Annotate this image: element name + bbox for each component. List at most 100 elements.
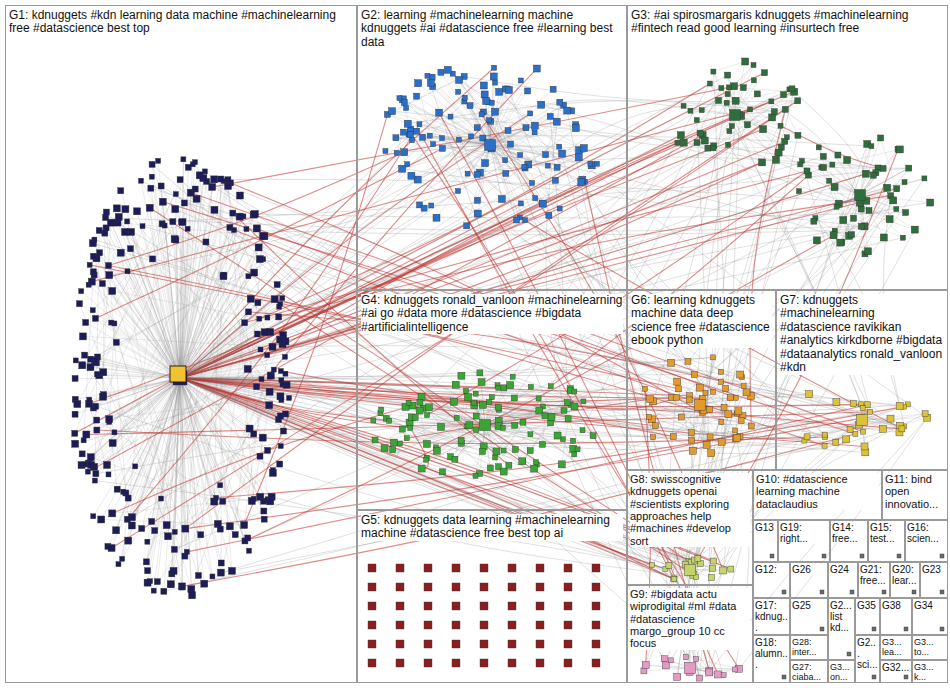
vertex-icon (171, 546, 177, 552)
vertex-icon (536, 396, 541, 401)
vertex-icon (404, 436, 409, 441)
vertex-icon (404, 120, 411, 127)
network-line (137, 211, 180, 378)
vertex-icon (109, 440, 116, 447)
vertex-icon (830, 232, 837, 239)
vertex-icon (433, 447, 440, 454)
vertex-icon (170, 219, 176, 225)
vertex-icon (761, 70, 767, 76)
vertex-icon (390, 439, 397, 446)
vertex-icon (744, 122, 750, 128)
network-line (794, 92, 866, 174)
network-line (220, 179, 221, 563)
vertex-icon (149, 161, 155, 167)
vertex-icon (88, 278, 95, 285)
vertex-icon (481, 91, 488, 98)
vertex-icon (87, 262, 92, 267)
vertex-icon (827, 178, 832, 183)
vertex-icon (480, 420, 491, 431)
vertex-icon (383, 149, 388, 154)
vertex-icon (201, 580, 208, 587)
vertex-icon (79, 333, 86, 340)
vertex-icon (125, 495, 131, 501)
network-line (559, 147, 927, 418)
vertex-icon (169, 582, 174, 587)
vertex-icon (257, 453, 263, 459)
vertex-icon (221, 272, 226, 277)
vertex-icon (474, 197, 480, 203)
vertex-icon (539, 200, 546, 207)
vertex-icon (458, 372, 465, 379)
vertex-icon (400, 129, 406, 135)
vertex-icon (486, 118, 491, 123)
vertex-icon (760, 126, 767, 133)
vertex-icon (703, 442, 710, 449)
vertex-icon (696, 384, 703, 391)
vertex-icon (548, 413, 555, 420)
network-line (106, 228, 180, 378)
vertex-icon (572, 389, 577, 394)
vertex-icon (820, 153, 826, 159)
vertex-icon (124, 516, 130, 522)
vertex-icon (512, 422, 518, 428)
vertex-icon (122, 206, 129, 213)
vertex-icon (849, 232, 855, 238)
vertex-icon (251, 269, 258, 276)
vertex-icon (91, 514, 96, 519)
vertex-icon (711, 355, 716, 360)
vertex-icon (553, 118, 560, 125)
vertex-icon (834, 204, 839, 209)
vertex-icon (117, 249, 124, 256)
vertex-icon (884, 184, 891, 191)
vertex-icon (902, 180, 907, 185)
vertex-icon (474, 210, 481, 217)
vertex-icon (835, 152, 841, 158)
vertex-icon (532, 130, 537, 135)
vertex-icon (500, 425, 505, 430)
vertex-icon (464, 394, 471, 401)
vertex-icon (725, 92, 730, 97)
vertex-icon (572, 125, 579, 132)
network-line (94, 240, 180, 378)
network-line (180, 375, 694, 378)
vertex-icon (255, 300, 261, 306)
network-line (729, 87, 794, 91)
network-line (442, 138, 707, 445)
network-line (180, 113, 530, 378)
vertex-icon (513, 217, 519, 223)
network-line (819, 147, 860, 195)
vertex-icon (230, 210, 236, 216)
vertex-icon (118, 188, 124, 194)
vertex-icon (477, 370, 483, 376)
vertex-icon (109, 510, 116, 517)
vertex-icon (678, 414, 684, 420)
network-line (175, 209, 180, 378)
vertex-icon (732, 435, 739, 442)
vertex-icon (81, 438, 86, 443)
vertex-icon (694, 140, 700, 146)
network-line (781, 126, 884, 169)
vertex-icon (414, 93, 420, 99)
network-line (88, 135, 703, 472)
vertex-icon (557, 99, 563, 105)
vertex-icon (181, 157, 186, 162)
network-line (427, 171, 807, 415)
vertex-icon (149, 174, 154, 179)
network-line (392, 111, 878, 168)
vertex-icon (732, 97, 739, 104)
vertex-icon (73, 358, 78, 363)
vertex-icon (193, 195, 200, 202)
vertex-icon (189, 592, 196, 599)
vertex-icon (851, 215, 857, 221)
vertex-icon (146, 204, 153, 211)
vertex-icon (125, 269, 130, 274)
network-line (823, 156, 860, 195)
vertex-icon (88, 461, 95, 468)
vertex-icon (465, 171, 470, 176)
vertex-icon (79, 362, 86, 369)
vertex-icon (96, 228, 102, 234)
vertex-icon (685, 358, 691, 364)
vertex-icon (114, 486, 120, 492)
vertex-icon (550, 86, 556, 92)
vertex-icon (911, 226, 918, 233)
